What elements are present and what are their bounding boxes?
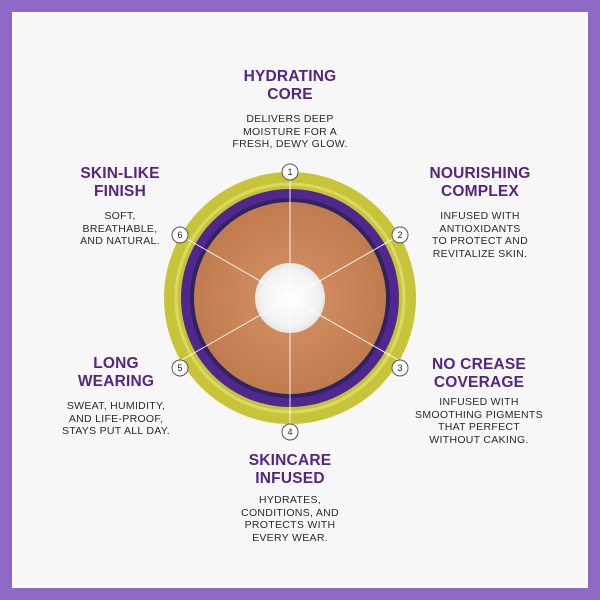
marker-2: 2 [391, 226, 409, 244]
feature-no-crease-coverage: NO CREASE COVERAGE INFUSED WITH SMOOTHIN… [400, 356, 558, 446]
feature-title: NO CREASE COVERAGE [432, 356, 526, 391]
marker-1-label: 1 [287, 167, 292, 177]
feature-description: DELIVERS DEEP MOISTURE FOR A FRESH, DEWY… [232, 113, 348, 150]
feature-description: HYDRATES, CONDITIONS, AND PROTECTS WITH … [241, 494, 339, 544]
segment-line-diagonal-b [179, 234, 401, 362]
marker-5-label: 5 [177, 363, 182, 373]
marker-6: 6 [171, 226, 189, 244]
feature-description: SWEAT, HUMIDITY, AND LIFE-PROOF, STAYS P… [62, 400, 170, 437]
feature-title: LONG WEARING [77, 355, 155, 390]
number-markers: 1 2 3 4 5 6 [171, 163, 409, 441]
marker-6-label: 6 [177, 230, 182, 240]
feature-description: INFUSED WITH SMOOTHING PIGMENTS THAT PER… [415, 396, 543, 446]
feature-title: SKINCARE INFUSED [248, 452, 332, 487]
feature-title: HYDRATING CORE [243, 68, 337, 103]
feature-skincare-infused: SKINCARE INFUSED HYDRATES, CONDITIONS, A… [220, 452, 360, 544]
marker-4: 4 [281, 423, 299, 441]
feature-hydrating-core: HYDRATING CORE DELIVERS DEEP MOISTURE FO… [210, 68, 370, 151]
marker-4-label: 4 [287, 427, 292, 437]
feature-title: SKIN-LIKE FINISH [80, 165, 160, 200]
feature-title: NOURISHING COMPLEX [429, 165, 531, 200]
feature-nourishing-complex: NOURISHING COMPLEX INFUSED WITH ANTIOXID… [405, 165, 555, 260]
marker-2-label: 2 [397, 230, 402, 240]
feature-description: SOFT, BREATHABLE, AND NATURAL. [80, 210, 160, 247]
feature-long-wearing: LONG WEARING SWEAT, HUMIDITY, AND LIFE-P… [42, 355, 190, 438]
marker-5: 5 [171, 359, 189, 377]
segment-lines [179, 172, 401, 424]
marker-1: 1 [281, 163, 299, 181]
feature-skin-like-finish: SKIN-LIKE FINISH SOFT, BREATHABLE, AND N… [50, 165, 190, 248]
marker-3-label: 3 [397, 363, 402, 373]
marker-3: 3 [391, 359, 409, 377]
feature-description: INFUSED WITH ANTIOXIDANTS TO PROTECT AND… [432, 210, 528, 260]
